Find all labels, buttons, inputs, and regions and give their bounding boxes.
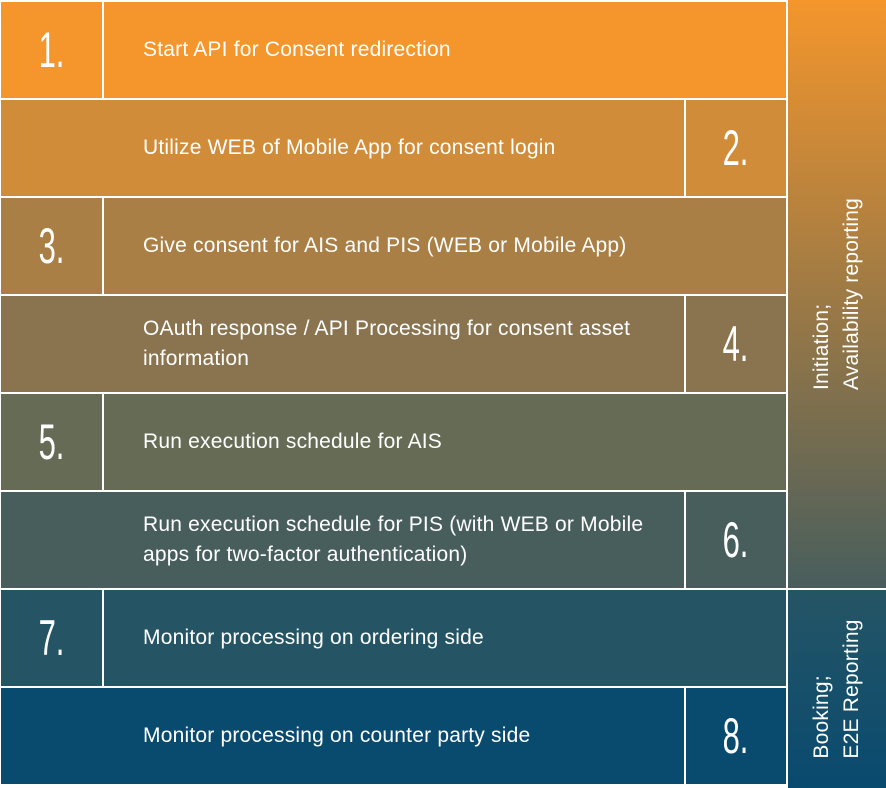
- step-row: 1. Start API for Consent redirection: [1, 2, 786, 98]
- cell-divider: [102, 2, 104, 98]
- step-row: 4. OAuth response / API Processing for co…: [1, 296, 786, 392]
- cell-divider: [684, 688, 686, 784]
- group-label: Initiation; Availability reporting: [807, 198, 867, 390]
- group-label-line2: Availability reporting: [840, 198, 863, 390]
- step-label: OAuth response / API Processing for cons…: [143, 317, 631, 370]
- step-text: Give consent for AIS and PIS (WEB or Mob…: [143, 198, 773, 294]
- cell-divider: [684, 296, 686, 392]
- step-label: Give consent for AIS and PIS (WEB or Mob…: [143, 234, 627, 257]
- step-row: 7. Monitor processing on ordering side: [1, 590, 786, 686]
- step-text: Utilize WEB of Mobile App for consent lo…: [143, 100, 673, 196]
- step-row: 3. Give consent for AIS and PIS (WEB or M…: [1, 198, 786, 294]
- step-text: Run execution schedule for PIS (with WEB…: [143, 492, 673, 588]
- cell-divider: [102, 198, 104, 294]
- step-number: 8.: [722, 708, 749, 764]
- group-label: Booking; E2E Reporting: [807, 619, 867, 758]
- steps-column: 1. Start API for Consent redirection 2. Uti…: [1, 2, 786, 786]
- group-label-line1: Booking;: [810, 675, 833, 759]
- step-number: 1.: [38, 22, 65, 78]
- step-number: 5.: [38, 414, 65, 470]
- cell-divider: [102, 590, 104, 686]
- step-label: Utilize WEB of Mobile App for consent lo…: [143, 136, 556, 159]
- column-divider: [786, 0, 788, 788]
- group-label-line2: E2E Reporting: [840, 619, 863, 759]
- step-label: Run execution schedule for AIS: [143, 430, 443, 453]
- group-initiation: Initiation; Availability reporting: [788, 0, 886, 588]
- step-number: 6.: [722, 512, 749, 568]
- step-text: Run execution schedule for AIS: [143, 394, 773, 490]
- group-booking: Booking; E2E Reporting: [788, 590, 886, 788]
- step-row: 6. Run execution schedule for PIS (with W…: [1, 492, 786, 588]
- step-row: 2. Utilize WEB of Mobile App for consent …: [1, 100, 786, 196]
- step-text: Start API for Consent redirection: [143, 2, 773, 98]
- step-label: Monitor processing on ordering side: [143, 626, 484, 649]
- cell-divider: [684, 100, 686, 196]
- step-text: OAuth response / API Processing for cons…: [143, 296, 673, 392]
- step-label: Monitor processing on counter party side: [143, 724, 531, 747]
- cell-divider: [102, 394, 104, 490]
- step-label: Start API for Consent redirection: [143, 38, 451, 61]
- cell-divider: [684, 492, 686, 588]
- step-row: 8. Monitor processing on counter party si…: [1, 688, 786, 784]
- step-text: Monitor processing on counter party side: [143, 688, 673, 784]
- step-number: 3.: [38, 218, 65, 274]
- group-label-line1: Initiation;: [810, 303, 833, 390]
- step-row: 5. Run execution schedule for AIS: [1, 394, 786, 490]
- step-text: Monitor processing on ordering side: [143, 590, 773, 686]
- step-number: 7.: [38, 610, 65, 666]
- step-label: Run execution schedule for PIS (with WEB…: [143, 513, 644, 566]
- step-number: 4.: [722, 316, 749, 372]
- step-number: 2.: [722, 120, 749, 176]
